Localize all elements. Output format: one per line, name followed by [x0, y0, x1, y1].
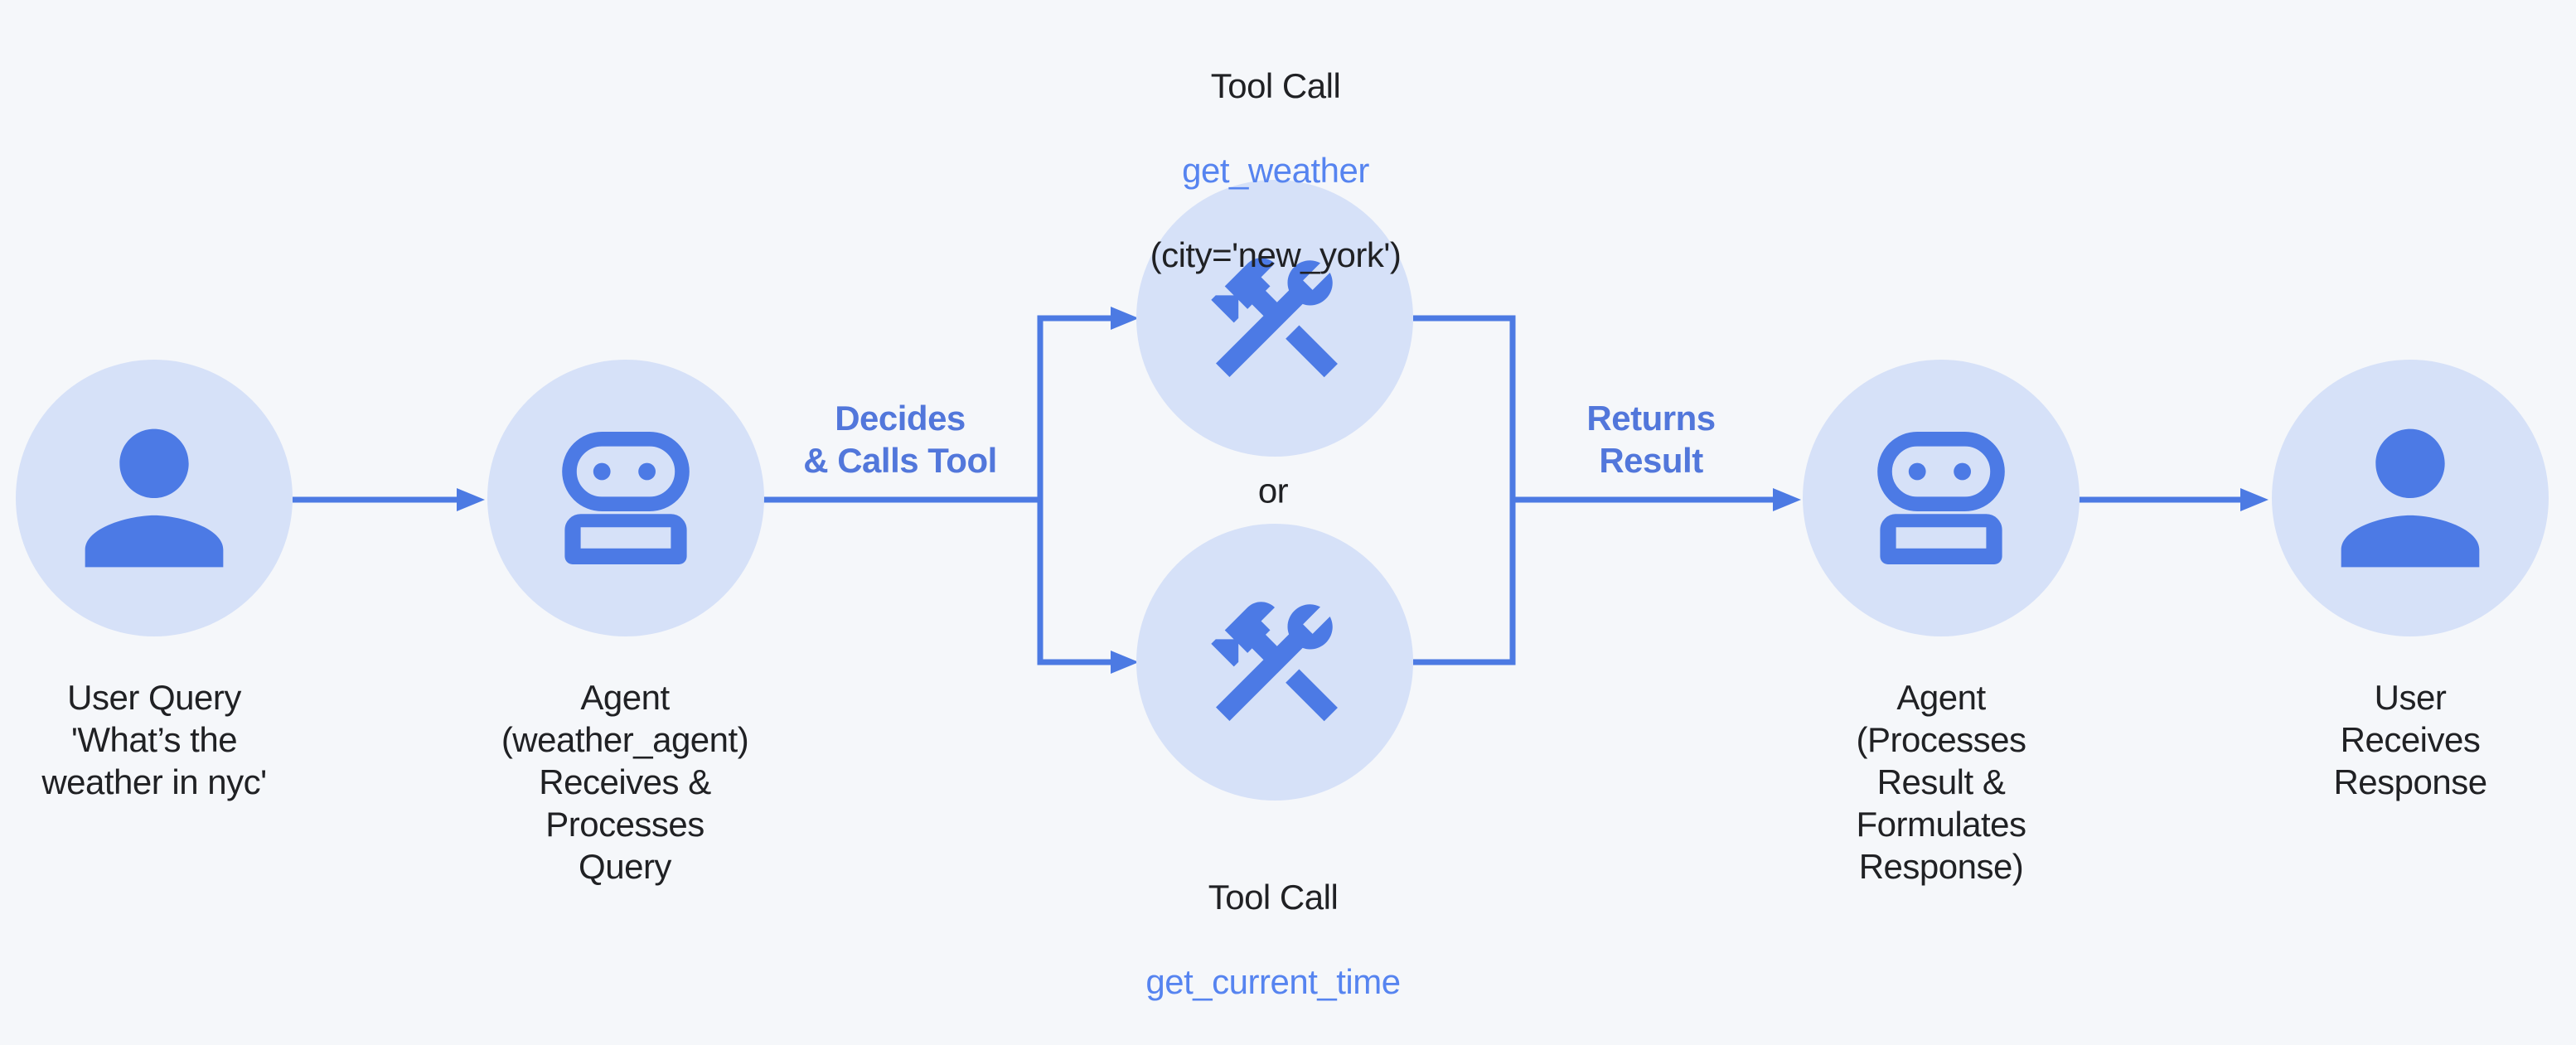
- agent-tool-flow-diagram: Tool Call get_weather (city='new_york') …: [16, 22, 2549, 1001]
- node-agent-responds: [1803, 360, 2080, 636]
- node-tool-get-weather: [1136, 180, 1413, 457]
- agent-responds-caption: Agent (Processes Result & Formulates Res…: [1856, 678, 2026, 886]
- agent-receives-caption: Agent (weather_agent) Receives & Process…: [501, 678, 749, 886]
- tool-get-weather-caption: Tool Call get_weather (city='new_york'): [1150, 22, 1402, 318]
- branch-bottom-head: [1111, 651, 1139, 674]
- or-label: or: [1257, 471, 1289, 510]
- node-user-query: [16, 360, 293, 636]
- decides-and-calls-tool-label: Decides & Calls Tool: [803, 399, 997, 480]
- arrow-merge-to-agent-head: [1773, 488, 1801, 511]
- tool-get-current-time-caption: Tool Call get_current_time: [1145, 834, 1401, 1045]
- node-tool-get-current-time: [1136, 524, 1413, 801]
- arrow-agent-to-user-head: [2240, 488, 2269, 511]
- arrow-user-to-agent-head: [457, 488, 485, 511]
- tool-name-get-weather: get_weather: [1182, 151, 1369, 190]
- tools-icon: [1211, 258, 1338, 378]
- robot-icon: [1877, 432, 2005, 564]
- user-query-caption: User Query 'What’s the weather in nyc': [41, 678, 267, 801]
- tool-call-title: Tool Call: [1210, 66, 1341, 105]
- robot-icon: [562, 432, 690, 564]
- branch-top-head: [1111, 307, 1139, 330]
- person-icon: [85, 428, 224, 568]
- tools-icon: [1211, 602, 1338, 722]
- user-receives-caption: User Receives Response: [2333, 678, 2487, 801]
- tool-args: (city='new_york'): [1150, 235, 1402, 274]
- returns-result-label: Returns Result: [1586, 399, 1716, 480]
- person-icon: [2341, 428, 2480, 568]
- tool-name-get-current-time: get_current_time: [1145, 962, 1401, 1001]
- node-agent-receives: [487, 360, 764, 636]
- tool-call-title: Tool Call: [1208, 878, 1339, 917]
- node-user-receives: [2272, 360, 2549, 636]
